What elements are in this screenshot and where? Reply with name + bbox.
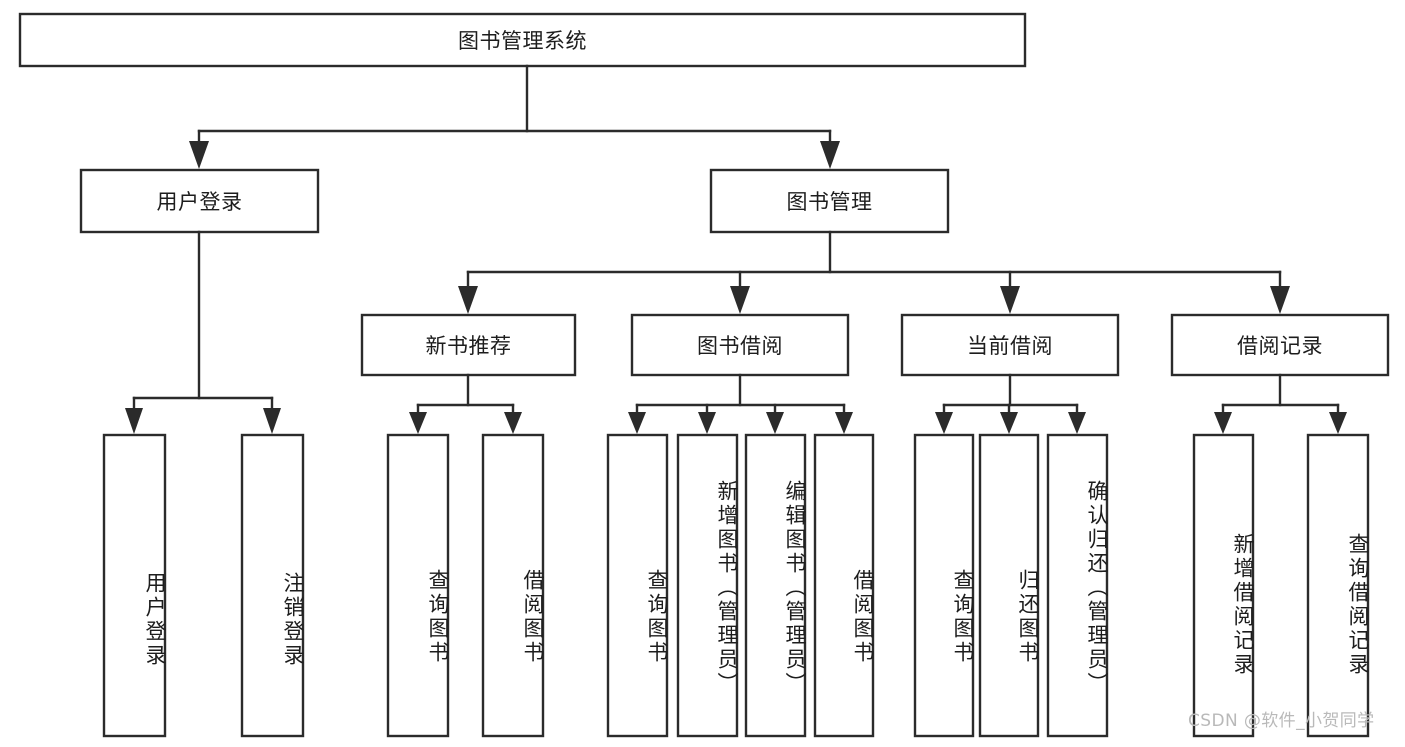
node-box-new-book-recommend[interactable] bbox=[360, 313, 577, 377]
arrowhead-book-borrow bbox=[730, 286, 750, 314]
arrowhead-book-manage bbox=[820, 141, 840, 169]
arrowhead-leaf-borrow-book-rec bbox=[504, 412, 522, 434]
node-box-leaf-add-borrow-record[interactable] bbox=[1192, 433, 1255, 738]
arrowhead-current-borrow bbox=[1000, 286, 1020, 314]
node-box-book-borrow[interactable] bbox=[630, 313, 850, 377]
node-box-leaf-query-borrow-record[interactable] bbox=[1306, 433, 1370, 738]
node-box-leaf-query-book-current[interactable] bbox=[913, 433, 975, 738]
node-box-leaf-return-book[interactable] bbox=[978, 433, 1040, 738]
arrowhead-leaf-confirm-return bbox=[1068, 412, 1086, 434]
node-box-borrow-record[interactable] bbox=[1170, 313, 1390, 377]
arrowhead-leaf-add-borrow-record bbox=[1214, 412, 1232, 434]
arrowhead-leaf-query-book-borrow bbox=[628, 412, 646, 434]
node-box-leaf-query-book-rec[interactable] bbox=[386, 433, 450, 738]
arrowhead-leaf-query-book-current bbox=[935, 412, 953, 434]
arrowhead-user-login bbox=[189, 141, 209, 169]
arrowhead-leaf-query-book-rec bbox=[409, 412, 427, 434]
node-box-user-login[interactable] bbox=[79, 168, 320, 234]
node-box-leaf-user-login[interactable] bbox=[102, 433, 167, 738]
node-box-leaf-query-book-borrow[interactable] bbox=[606, 433, 669, 738]
node-box-book-manage[interactable] bbox=[709, 168, 950, 234]
arrowhead-leaf-edit-book bbox=[766, 412, 784, 434]
node-box-leaf-logout[interactable] bbox=[240, 433, 305, 738]
node-box-leaf-add-book[interactable] bbox=[676, 433, 739, 738]
arrowhead-leaf-query-borrow-record bbox=[1329, 412, 1347, 434]
node-box-leaf-confirm-return[interactable] bbox=[1046, 433, 1109, 738]
arrowhead-new-book-recommend bbox=[458, 286, 478, 314]
arrowhead-leaf-add-book bbox=[698, 412, 716, 434]
arrowhead-borrow-record bbox=[1270, 286, 1290, 314]
arrowhead-leaf-user-login bbox=[125, 408, 143, 434]
node-box-current-borrow[interactable] bbox=[900, 313, 1120, 377]
arrowhead-leaf-borrow-book bbox=[835, 412, 853, 434]
node-box-root[interactable] bbox=[18, 12, 1027, 68]
csdn-watermark: CSDN @软件_小贺同学 bbox=[1188, 711, 1375, 731]
node-box-leaf-edit-book[interactable] bbox=[744, 433, 807, 738]
node-box-leaf-borrow-book-rec[interactable] bbox=[481, 433, 545, 738]
arrowhead-leaf-return-book bbox=[1000, 412, 1018, 434]
arrowhead-leaf-logout bbox=[263, 408, 281, 434]
node-box-leaf-borrow-book[interactable] bbox=[813, 433, 875, 738]
